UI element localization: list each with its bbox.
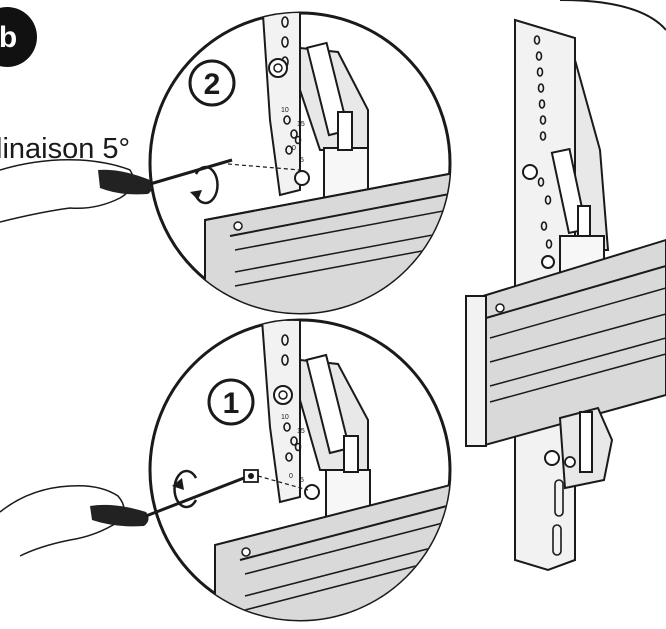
loose-screw <box>243 469 259 483</box>
screwdriver-handle-icon <box>98 169 153 195</box>
lock-screw <box>304 484 320 500</box>
tilt-scale-10: 10 <box>281 414 289 421</box>
rail-end-cap <box>465 295 487 447</box>
screwdriver-shaft <box>149 158 233 186</box>
main-rail <box>469 238 666 447</box>
page-corner-line <box>559 0 666 31</box>
bracket-assembly-overview <box>465 18 666 572</box>
rotate-arrowhead-icon <box>190 190 202 200</box>
step-badge: b <box>0 7 37 67</box>
tilt-scale-10: 10 <box>281 107 289 114</box>
upper-bolt <box>577 205 591 237</box>
screw-alignment-line <box>227 163 301 171</box>
tilt-scale-15: 15 <box>297 428 305 435</box>
lower-pivot-knob <box>544 450 560 466</box>
tilt-scale-0: 0 <box>292 145 296 152</box>
step-1-circle <box>207 378 255 426</box>
tilt-scale-5: 5 <box>300 477 304 484</box>
detail-circle-step-2: 10 15 0 5 2 <box>148 11 452 315</box>
pivot-knob <box>273 385 293 405</box>
pivot-knob <box>268 58 288 78</box>
wall-plate-holes <box>533 35 564 556</box>
lower-bolt <box>579 411 593 473</box>
bracket-holes <box>281 16 302 155</box>
detail-circle-step-1: 10 15 0 5 1 <box>148 318 452 622</box>
rotate-arrow-icon <box>173 469 198 509</box>
bolt-head <box>343 435 359 473</box>
tilt-scale-0: 0 <box>289 473 293 480</box>
rotate-arrowhead-icon <box>172 478 184 490</box>
screwdriver-handle-icon <box>90 504 149 527</box>
lock-screw <box>294 170 310 186</box>
tilt-scale-15: 15 <box>297 121 305 128</box>
screwdriver-shaft <box>145 476 245 518</box>
upper-pivot-knob <box>522 164 538 180</box>
screw-alignment-line <box>257 475 309 491</box>
hand-screwdriver-top <box>0 158 233 223</box>
bracket-holes <box>281 334 302 462</box>
step-2-circle <box>188 59 236 107</box>
rotate-arrow-icon <box>194 165 219 205</box>
badge-circle <box>0 7 37 67</box>
bolt-head <box>337 111 353 151</box>
vertical-bracket-arm <box>260 320 301 504</box>
tilt-link <box>305 353 351 455</box>
hand-screwdriver-bottom <box>0 476 245 557</box>
tilt-scale-5: 5 <box>300 157 304 164</box>
badge-label: b <box>0 21 17 54</box>
step-1-label: 1 <box>223 387 240 420</box>
step-2-label: 2 <box>204 68 221 101</box>
